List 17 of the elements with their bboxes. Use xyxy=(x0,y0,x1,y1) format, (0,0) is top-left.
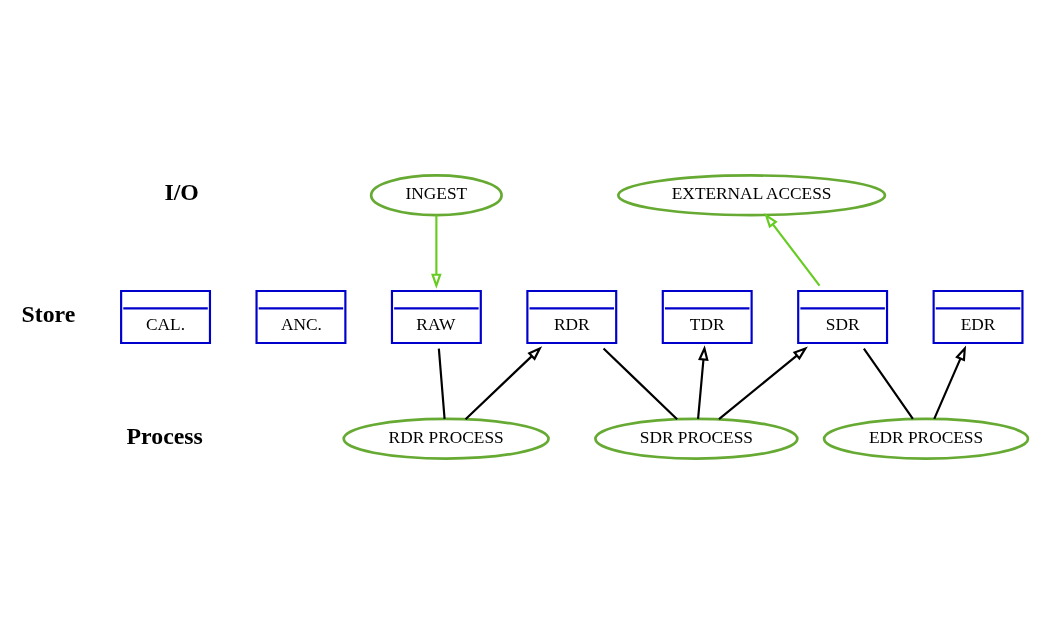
node-ellipse: SDR PROCESS xyxy=(594,417,799,460)
arrow xyxy=(431,215,442,289)
connector xyxy=(602,347,678,420)
arrow xyxy=(718,346,808,420)
connector xyxy=(863,347,914,420)
arrow xyxy=(464,346,543,420)
arrow xyxy=(933,345,967,420)
label: Process xyxy=(126,422,203,449)
label: I/O xyxy=(164,179,199,206)
node-ellipse: EDR PROCESS xyxy=(822,417,1030,460)
arrow xyxy=(764,212,821,287)
connector xyxy=(437,348,446,419)
node-ellipse: EXTERNAL ACCESS xyxy=(616,174,887,217)
node-ellipse: INGEST xyxy=(369,174,503,217)
arrow xyxy=(697,345,709,419)
node-ellipse: RDR PROCESS xyxy=(342,417,550,460)
label: Store xyxy=(21,300,76,327)
